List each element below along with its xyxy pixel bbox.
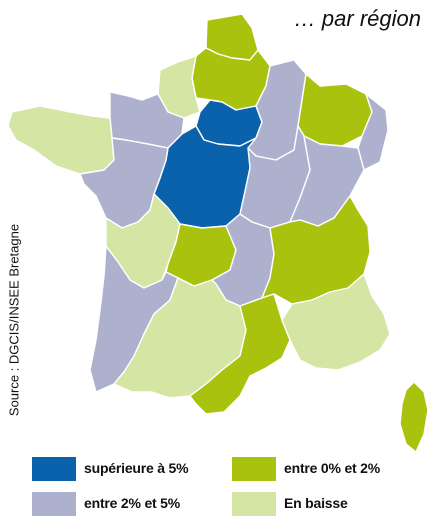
legend-swatch [32, 457, 76, 481]
legend-label: supérieure à 5% [84, 460, 189, 476]
legend-label: En baisse [284, 495, 348, 511]
region-corse [399, 381, 429, 453]
source-text: Source : DGCIS/INSEE Bretagne [6, 223, 22, 417]
legend-swatch [232, 457, 276, 481]
region-provence-alpes-cote-d-azur [281, 273, 391, 371]
source-note: Source : DGCIS/INSEE Bretagne [4, 175, 24, 465]
regions-layer [7, 13, 429, 453]
region-ile-de-france [195, 99, 263, 147]
legend-label: entre 0% et 2% [284, 460, 381, 476]
legend-swatch [232, 492, 276, 516]
legend-swatch [32, 492, 76, 516]
region-lorraine [297, 73, 373, 147]
legend-label: entre 2% et 5% [84, 495, 181, 511]
page-title: … par région [293, 6, 421, 31]
region-languedoc-roussillon [189, 293, 291, 415]
region-bretagne [7, 105, 115, 175]
